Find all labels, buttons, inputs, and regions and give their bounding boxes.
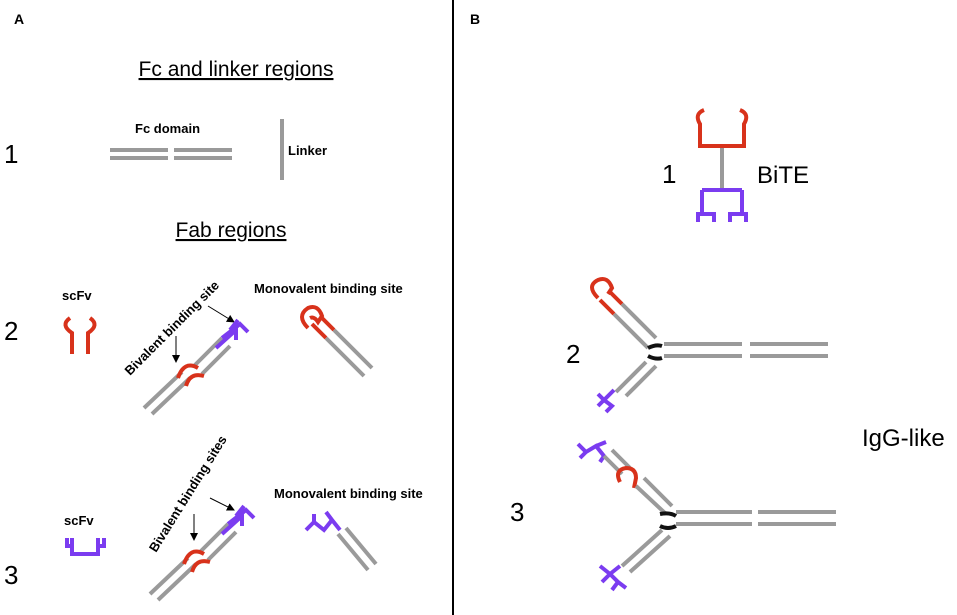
- row-number-1: 1: [4, 139, 18, 169]
- section-title-fab: Fab regions: [176, 219, 287, 242]
- panel-a-letter: A: [14, 11, 24, 27]
- fc-domain-label: Fc domain: [135, 121, 200, 136]
- row-number-b3: 3: [510, 497, 524, 527]
- section-title-fc: Fc and linker regions: [139, 58, 334, 81]
- panel-b-letter: B: [470, 11, 480, 27]
- bivalent-arrow-4: [209, 497, 235, 511]
- scfv-red-shape: [63, 316, 97, 354]
- row-number-b2: 2: [566, 339, 580, 369]
- row-number-3: 3: [4, 560, 18, 590]
- scfv-label-row-3: scFv: [64, 513, 94, 528]
- monovalent-fab-row-2: [300, 305, 374, 378]
- monovalent-label-row-3: Monovalent binding site: [274, 486, 423, 501]
- linker-label: Linker: [288, 143, 327, 158]
- scfv-purple-shape: [65, 538, 106, 556]
- monovalent-fab-row-3: [304, 510, 378, 572]
- igg-like-shape-row-3: [576, 440, 836, 592]
- igg-like-shape-row-2: [590, 277, 828, 414]
- igg-like-label: IgG-like: [862, 425, 945, 452]
- row-number-2: 2: [4, 316, 18, 346]
- bivalent-fab-row-3: [148, 504, 256, 602]
- bivalent-arrow-2: [207, 305, 235, 323]
- scfv-label-row-2: scFv: [62, 288, 92, 303]
- fc-domain-shape: [110, 148, 232, 160]
- row-number-b1: 1: [662, 159, 676, 189]
- monovalent-label-row-2: Monovalent binding site: [254, 281, 403, 296]
- bivalent-label-row-2: Bivalent binding site: [122, 278, 222, 378]
- bite-shape: [695, 108, 749, 222]
- bivalent-fab-row-2: [142, 318, 250, 416]
- bite-label: BiTE: [757, 162, 809, 189]
